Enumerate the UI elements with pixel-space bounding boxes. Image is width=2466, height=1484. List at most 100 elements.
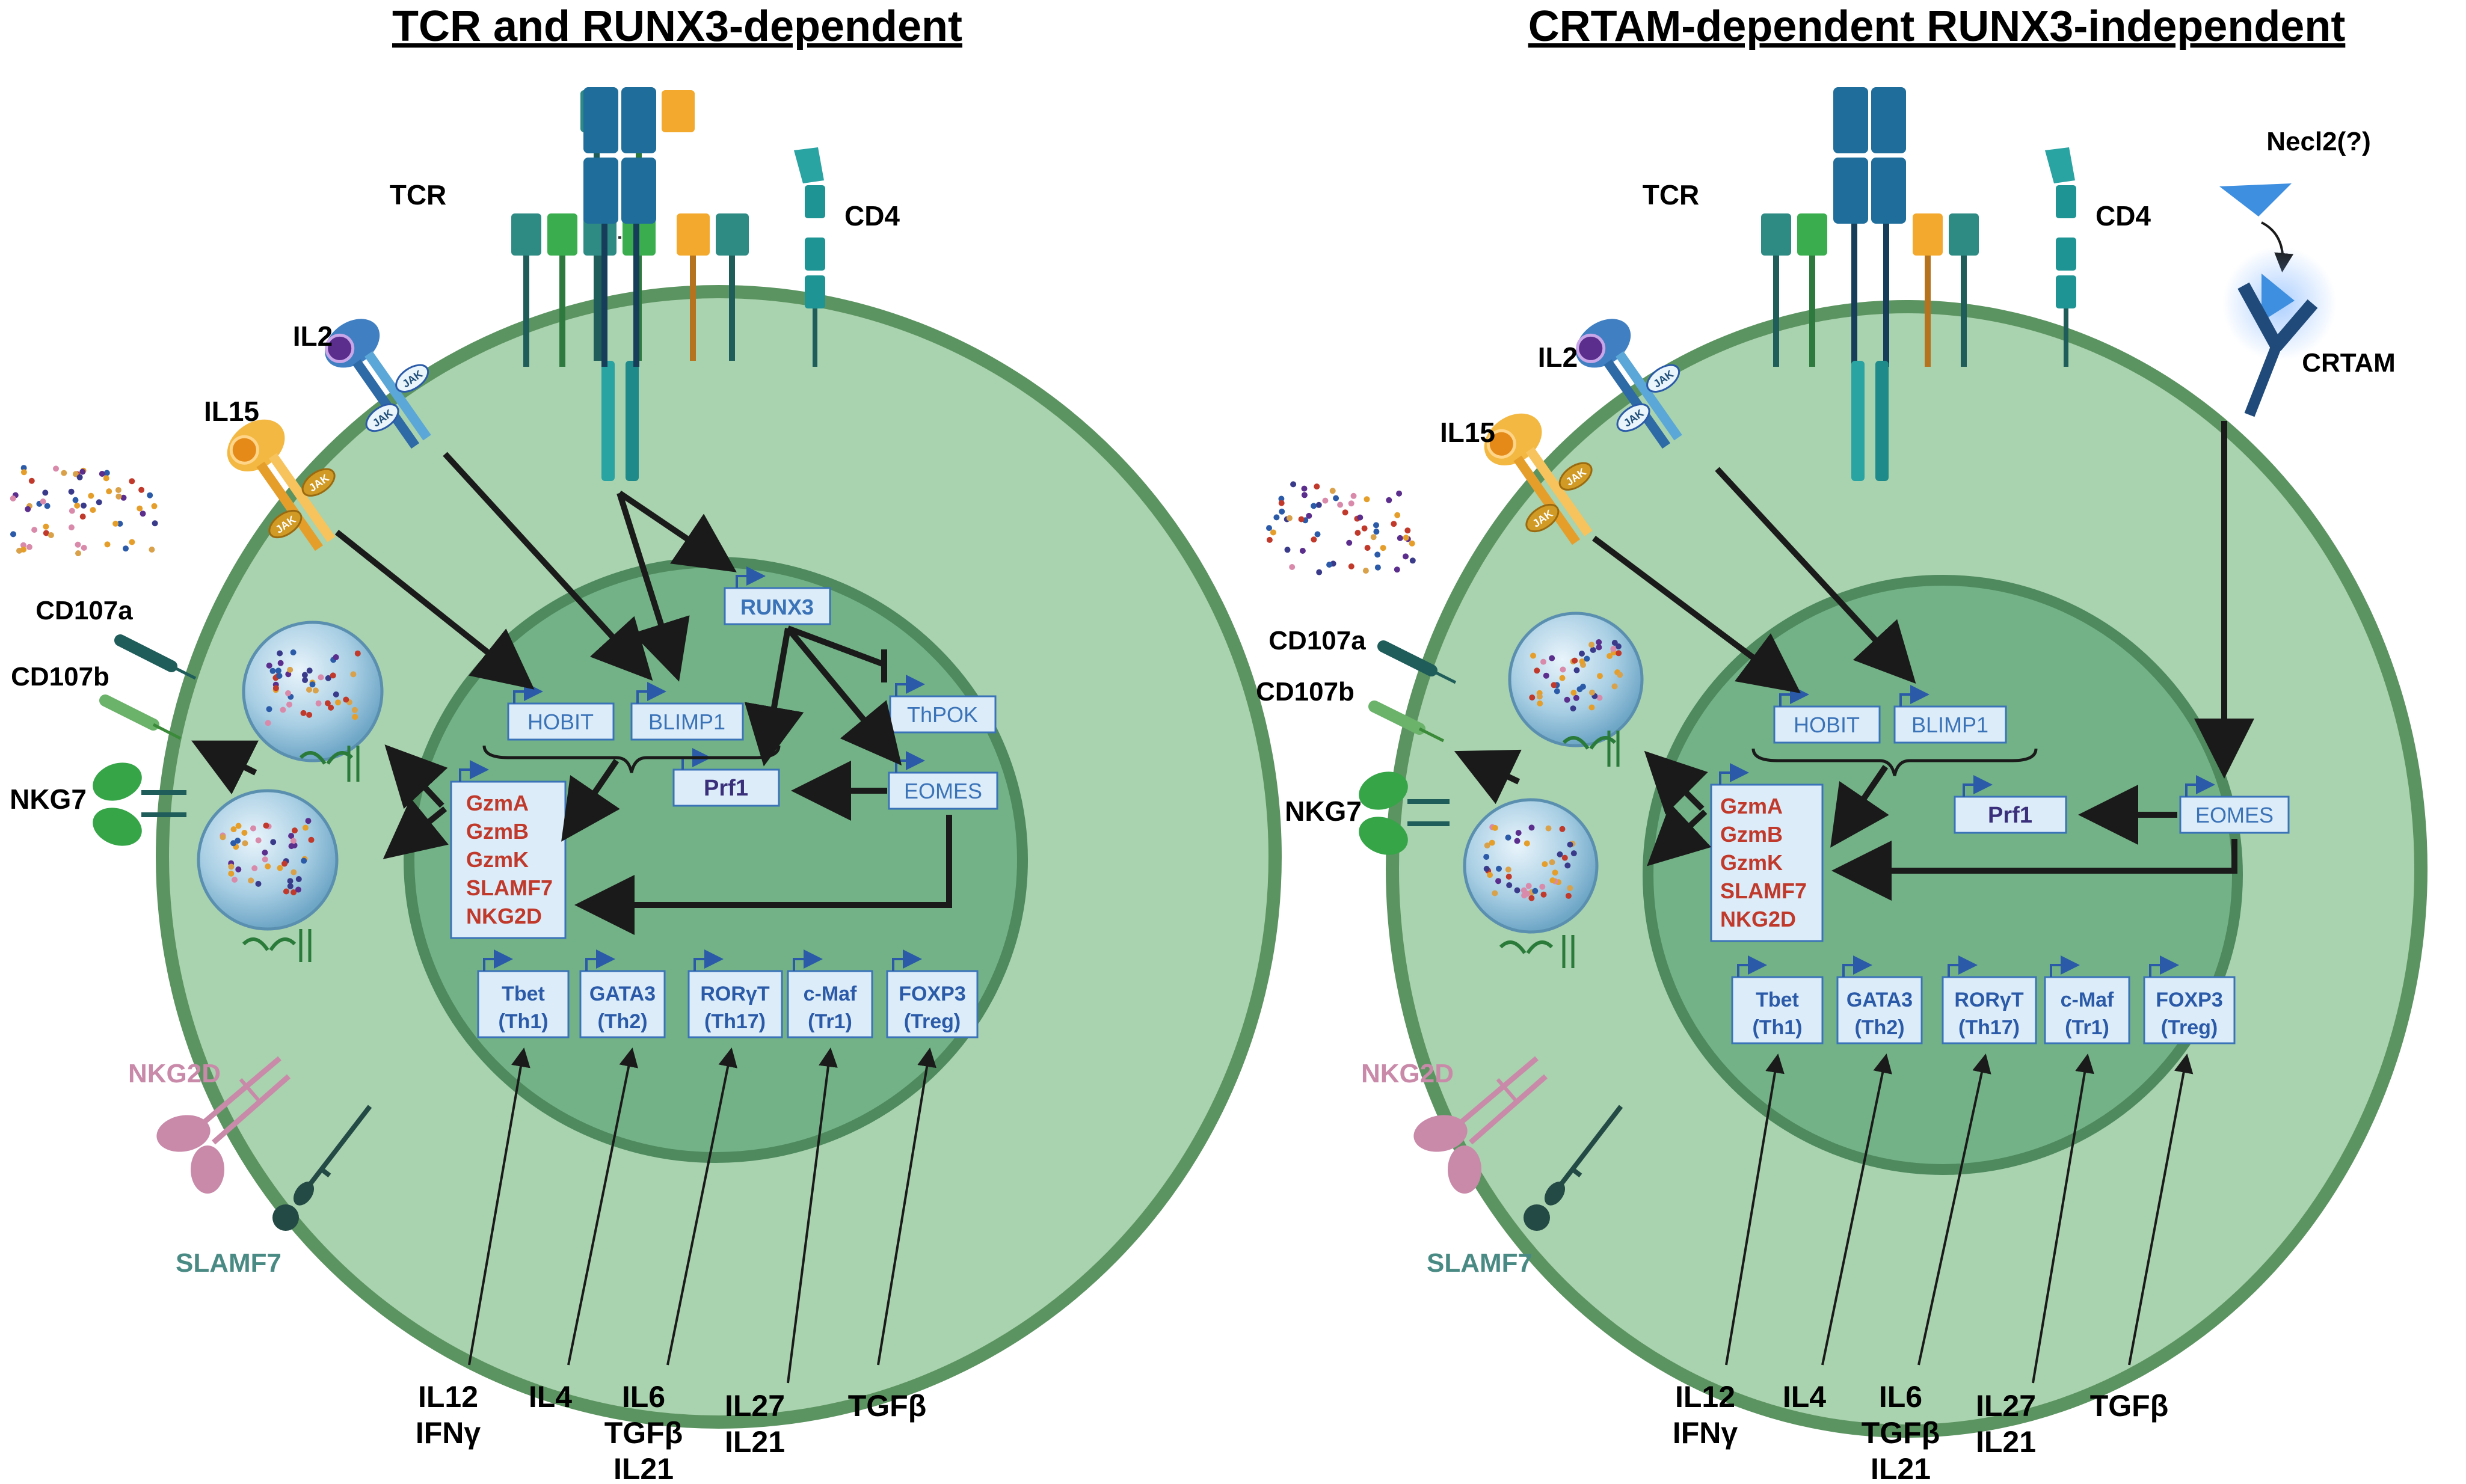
granule-dot — [1529, 694, 1536, 701]
granule-dot — [76, 474, 83, 480]
gene-box-prf1: Prf1 — [1954, 775, 2067, 834]
granule-dot — [286, 701, 292, 708]
granule-dot — [1596, 644, 1602, 651]
granule-dot — [120, 494, 127, 501]
granule-dot — [103, 470, 110, 476]
cd107b-marker — [99, 694, 182, 740]
granule-dot — [1506, 882, 1513, 889]
effector-gene: SLAMF7 — [466, 875, 553, 900]
granule-dot — [266, 706, 272, 713]
granule-dot — [1570, 705, 1576, 712]
granule-dot — [1278, 495, 1285, 502]
cytokine: TGFβ — [1862, 1416, 1940, 1450]
cd107b-marker — [1368, 701, 1445, 743]
granule-dot — [350, 671, 357, 678]
effector-gene: NKG2D — [466, 904, 542, 928]
granule-dot — [1266, 525, 1272, 532]
cytokine-group: TGFβ — [2090, 1389, 2169, 1423]
granule-dot — [81, 545, 87, 551]
tf-subset: (Th2) — [597, 1010, 647, 1033]
cytotoxic-granule — [1463, 798, 1599, 968]
granule-dot — [1542, 861, 1548, 868]
granule-dot — [343, 696, 349, 703]
gene-box-prf1: Prf1 — [672, 748, 780, 807]
gene-box-hobit: HOBIT — [1773, 685, 1881, 744]
granule-dot — [324, 700, 331, 707]
granule-dot — [263, 823, 269, 829]
granule-dot — [1579, 658, 1585, 664]
cytokine: IFNγ — [1673, 1416, 1738, 1450]
granule-dot — [301, 672, 308, 678]
gene-blimp1: BLIMP1 — [648, 710, 725, 734]
cytokine: IL12 — [1675, 1380, 1735, 1414]
panel-title: CRTAM-dependent RUNX3-independent — [1528, 2, 2346, 51]
granule-dot — [1564, 696, 1570, 703]
granule-dot — [281, 860, 287, 867]
granule-dot — [1549, 655, 1555, 661]
cytokine: IL27 — [1976, 1389, 2036, 1423]
granule-dot — [1322, 497, 1329, 504]
tf-box-rorgt: RORγT (Th17) — [1942, 955, 2037, 1044]
cytokine-group: IL4 — [529, 1380, 572, 1414]
granule-dot — [1545, 825, 1552, 832]
granule-dot — [61, 470, 67, 476]
granule-dot — [10, 495, 16, 501]
cd107a-label: CD107a — [1268, 626, 1366, 655]
granule-dot — [1617, 672, 1623, 678]
granule-dot — [1530, 652, 1536, 659]
granule-dot — [232, 877, 238, 883]
granule-dot — [1489, 839, 1495, 846]
tf-name: Tbet — [1756, 989, 1799, 1011]
granule-dot — [20, 542, 26, 548]
cytokine-group: IL12 IFNγ — [1673, 1380, 1738, 1450]
granule-dot — [1589, 689, 1595, 696]
granule-dot — [1409, 557, 1416, 564]
tf-box-rorgt: RORγT (Th17) — [687, 949, 783, 1038]
granule-dot — [1551, 682, 1557, 688]
granule-dot — [255, 880, 262, 887]
cytokine: IL21 — [1976, 1425, 2036, 1459]
granule-dot — [79, 468, 86, 475]
granule-dot — [1279, 508, 1285, 515]
granule-dot — [287, 878, 294, 885]
cd107a-marker — [114, 634, 197, 680]
granule-dot — [28, 477, 35, 484]
granule-dot — [1284, 547, 1291, 553]
granule-dot — [1534, 667, 1540, 674]
cytokine: IL4 — [1783, 1380, 1826, 1414]
granule-dot — [295, 886, 301, 893]
cytokine-group: IL6 TGFβ IL21 — [1862, 1380, 1940, 1484]
granule-dot — [1597, 673, 1603, 679]
granule-dot — [1615, 643, 1622, 649]
brace — [1751, 748, 2038, 776]
cd107a-label: CD107a — [35, 596, 133, 625]
tf-subset: (Th2) — [1854, 1016, 1904, 1039]
granule-dot — [1579, 651, 1585, 657]
granule-dot — [123, 545, 129, 552]
granule-dot — [306, 711, 313, 718]
granule-dot — [103, 475, 109, 482]
granule-dot — [1565, 892, 1572, 899]
tcr-ab-chains — [1833, 87, 1906, 481]
granule-dot — [1289, 564, 1296, 570]
granule-dot — [1528, 895, 1535, 901]
cytokine-group: IL4 — [1783, 1380, 1826, 1414]
gene-thpok: ThPOK — [907, 702, 978, 727]
granule-dot — [1270, 529, 1276, 536]
il2-label: IL2 — [1538, 342, 1578, 373]
cd3-chains — [511, 213, 639, 367]
granule-dot — [90, 507, 96, 514]
cytokine: IL6 — [622, 1380, 665, 1414]
effector-gene-box: GzmA GzmB GzmK SLAMF7 NKG2D — [450, 760, 567, 939]
granule-dot — [1559, 826, 1566, 832]
granule-dot — [115, 487, 121, 493]
necl2-label: Necl2(?) — [2266, 127, 2371, 156]
granule-dot — [1552, 869, 1558, 876]
granule-dot — [228, 870, 235, 877]
granule-dot — [1521, 892, 1528, 899]
granule-dot — [26, 544, 32, 550]
granule-dot — [1536, 693, 1543, 700]
granule-dot — [333, 691, 339, 698]
granule-dot — [106, 488, 112, 495]
granule-dot — [1505, 866, 1511, 873]
